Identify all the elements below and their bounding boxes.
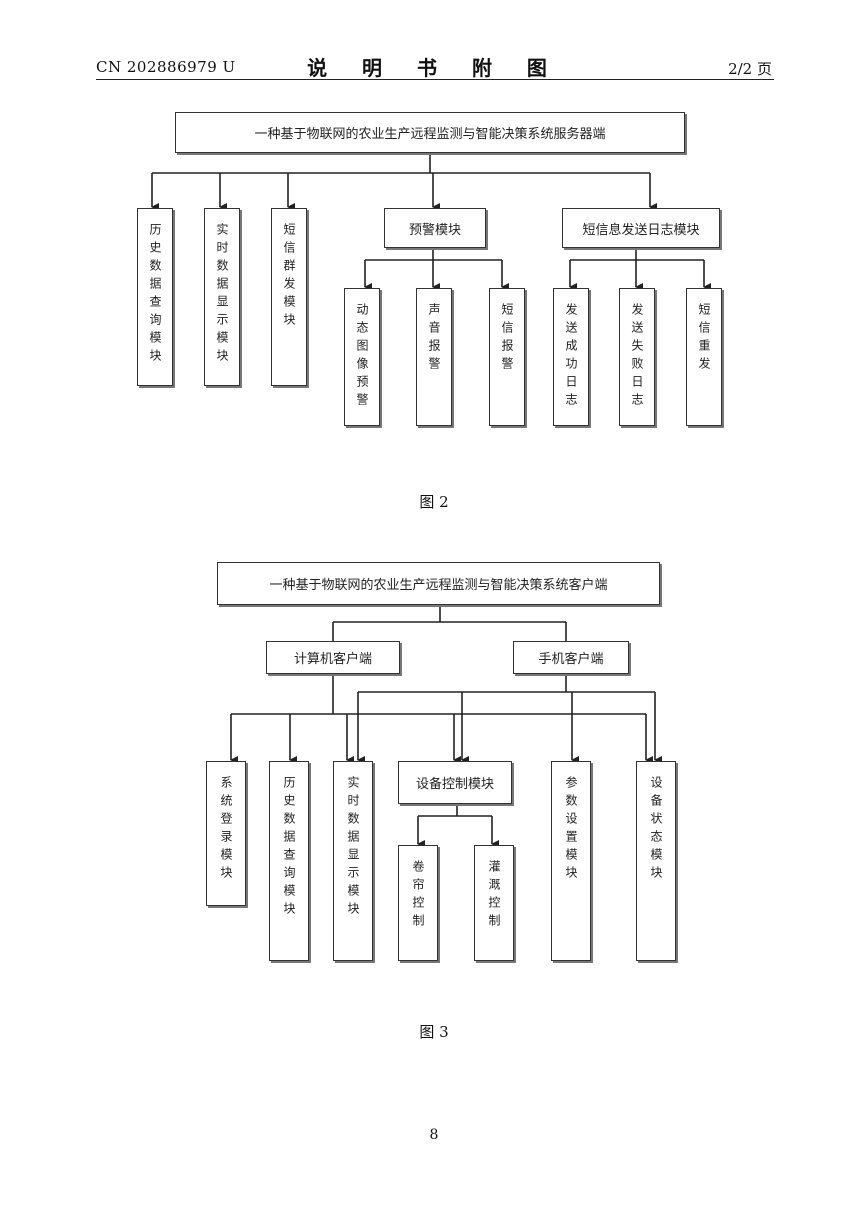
mobile-client-label: 手机客户端 xyxy=(538,652,604,667)
figure2-caption: 图 2 xyxy=(419,493,449,511)
client-root-box: 一种基于物联网的农业生产远程监测与智能决策系统客户端 xyxy=(217,562,660,605)
irrigation-control-label: 灌溉控制 xyxy=(487,860,501,932)
image-warning-label: 动态图像预警 xyxy=(355,303,369,411)
computer-client-box: 计算机客户端 xyxy=(266,641,400,674)
sms-alarm-box: 短信报警 xyxy=(489,288,525,426)
sms-resend-label: 短信重发 xyxy=(697,303,711,375)
page-of: 2/2 页 xyxy=(728,60,772,78)
warning-module: 预警模块 xyxy=(384,208,486,248)
login-module: 系统登录模块 xyxy=(206,761,246,906)
image-warning-box: 动态图像预警 xyxy=(344,288,380,426)
client-realtime-display-label: 实时数据显示模块 xyxy=(346,776,360,920)
curtain-control-box: 卷帘控制 xyxy=(398,845,438,961)
sound-alarm-label: 声音报警 xyxy=(427,303,441,375)
realtime-display-label: 实时数据显示模块 xyxy=(215,223,229,367)
device-status-label: 设备状态模块 xyxy=(649,776,663,884)
client-root-label: 一种基于物联网的农业生产远程监测与智能决策系统客户端 xyxy=(269,578,608,593)
server-root-box: 一种基于物联网的农业生产远程监测与智能决策系统服务器端 xyxy=(175,112,685,153)
device-status-module: 设备状态模块 xyxy=(636,761,676,961)
mobile-client-box: 手机客户端 xyxy=(513,641,629,674)
sms-resend-box: 短信重发 xyxy=(686,288,722,426)
page-number: 8 xyxy=(429,1127,439,1143)
page-title: 说 明 书 附 图 xyxy=(307,56,561,80)
patent-number: CN 202886979 U xyxy=(96,58,236,76)
warning-module-label: 预警模块 xyxy=(408,222,461,238)
irrigation-control-box: 灌溉控制 xyxy=(474,845,514,961)
sms-broadcast-label: 短信群发模块 xyxy=(282,223,296,331)
param-setting-label: 参数设置模块 xyxy=(564,776,578,884)
sms-log-module: 短信息发送日志模块 xyxy=(562,208,720,248)
client-history-query-module: 历史数据查询模块 xyxy=(269,761,309,961)
sound-alarm-box: 声音报警 xyxy=(416,288,452,426)
computer-client-label: 计算机客户端 xyxy=(293,652,372,667)
send-success-log-box: 发送成功日志 xyxy=(553,288,589,426)
send-fail-log-label: 发送失败日志 xyxy=(630,303,644,411)
send-fail-log-box: 发送失败日志 xyxy=(619,288,655,426)
send-success-log-label: 发送成功日志 xyxy=(564,303,578,411)
device-control-module: 设备控制模块 xyxy=(398,761,512,804)
history-query-module: 历史数据查询模块 xyxy=(137,208,173,386)
device-control-label: 设备控制模块 xyxy=(415,777,494,792)
login-module-label: 系统登录模块 xyxy=(219,776,233,884)
server-root-label: 一种基于物联网的农业生产远程监测与智能决策系统服务器端 xyxy=(254,127,606,142)
figure3-caption: 图 3 xyxy=(419,1023,449,1041)
realtime-display-module: 实时数据显示模块 xyxy=(204,208,240,386)
sms-log-module-label: 短信息发送日志模块 xyxy=(582,222,700,238)
header-rule xyxy=(96,79,774,80)
client-history-query-label: 历史数据查询模块 xyxy=(282,776,296,920)
history-query-label: 历史数据查询模块 xyxy=(148,223,162,367)
sms-alarm-label: 短信报警 xyxy=(500,303,514,375)
sms-broadcast-module: 短信群发模块 xyxy=(271,208,307,386)
param-setting-module: 参数设置模块 xyxy=(551,761,591,961)
client-realtime-display-module: 实时数据显示模块 xyxy=(333,761,373,961)
curtain-control-label: 卷帘控制 xyxy=(411,860,425,932)
